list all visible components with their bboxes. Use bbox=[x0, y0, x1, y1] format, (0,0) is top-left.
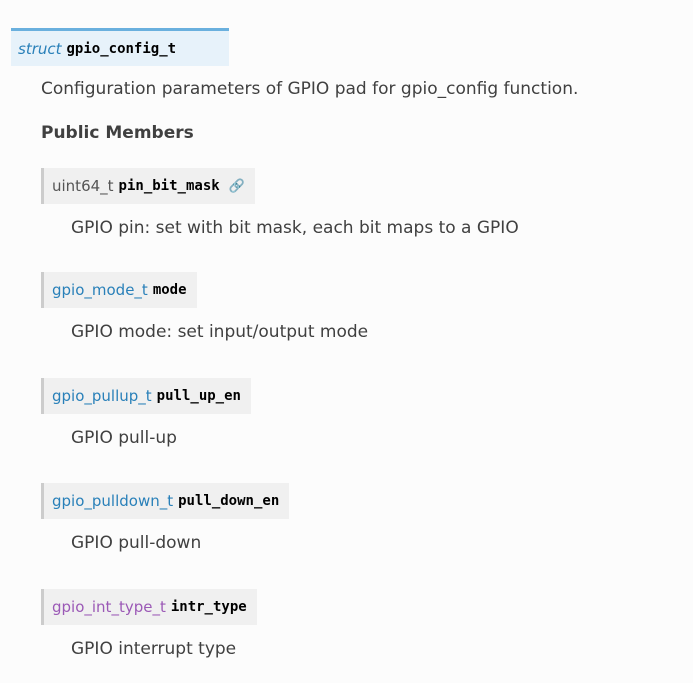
member-type-link[interactable]: gpio_mode_t bbox=[52, 281, 148, 299]
member-signature: uint64_t pin_bit_mask 🔗 bbox=[41, 168, 255, 204]
member-name: mode bbox=[152, 282, 187, 298]
member-description: GPIO interrupt type bbox=[71, 639, 237, 659]
struct-description: Configuration parameters of GPIO pad for… bbox=[41, 79, 579, 99]
member-type-link[interactable]: gpio_pullup_t bbox=[52, 387, 152, 405]
struct-keyword: struct bbox=[18, 39, 62, 58]
member-intr-type: gpio_int_type_t intr_type GPIO interrupt… bbox=[41, 589, 257, 659]
member-pull-down-en: gpio_pulldown_t pull_down_en GPIO pull-d… bbox=[41, 483, 290, 553]
struct-name: gpio_config_t bbox=[66, 40, 177, 57]
member-description: GPIO mode: set input/output mode bbox=[71, 322, 369, 342]
member-type-link[interactable]: gpio_int_type_t bbox=[52, 598, 166, 616]
member-signature: gpio_int_type_t intr_type bbox=[41, 589, 257, 625]
member-description: GPIO pull-down bbox=[71, 533, 202, 553]
member-description: GPIO pin: set with bit mask, each bit ma… bbox=[71, 218, 519, 238]
member-signature: gpio_pulldown_t pull_down_en bbox=[41, 483, 290, 519]
struct-signature: struct gpio_config_t bbox=[11, 28, 229, 66]
member-pull-up-en: gpio_pullup_t pull_up_en GPIO pull-up bbox=[41, 378, 251, 448]
member-name: intr_type bbox=[170, 599, 247, 615]
member-signature: gpio_pullup_t pull_up_en bbox=[41, 378, 251, 414]
member-type: uint64_t bbox=[52, 177, 114, 195]
member-name: pull_up_en bbox=[156, 388, 241, 404]
member-type-link[interactable]: gpio_pulldown_t bbox=[52, 492, 174, 510]
member-name: pull_down_en bbox=[178, 493, 280, 509]
public-members-heading: Public Members bbox=[41, 123, 194, 143]
permalink-icon[interactable]: 🔗 bbox=[228, 178, 245, 194]
member-name: pin_bit_mask bbox=[118, 178, 220, 194]
member-pin-bit-mask: uint64_t pin_bit_mask 🔗 GPIO pin: set wi… bbox=[41, 168, 519, 238]
member-description: GPIO pull-up bbox=[71, 428, 177, 448]
member-mode: gpio_mode_t mode GPIO mode: set input/ou… bbox=[41, 272, 368, 342]
member-signature: gpio_mode_t mode bbox=[41, 272, 197, 308]
